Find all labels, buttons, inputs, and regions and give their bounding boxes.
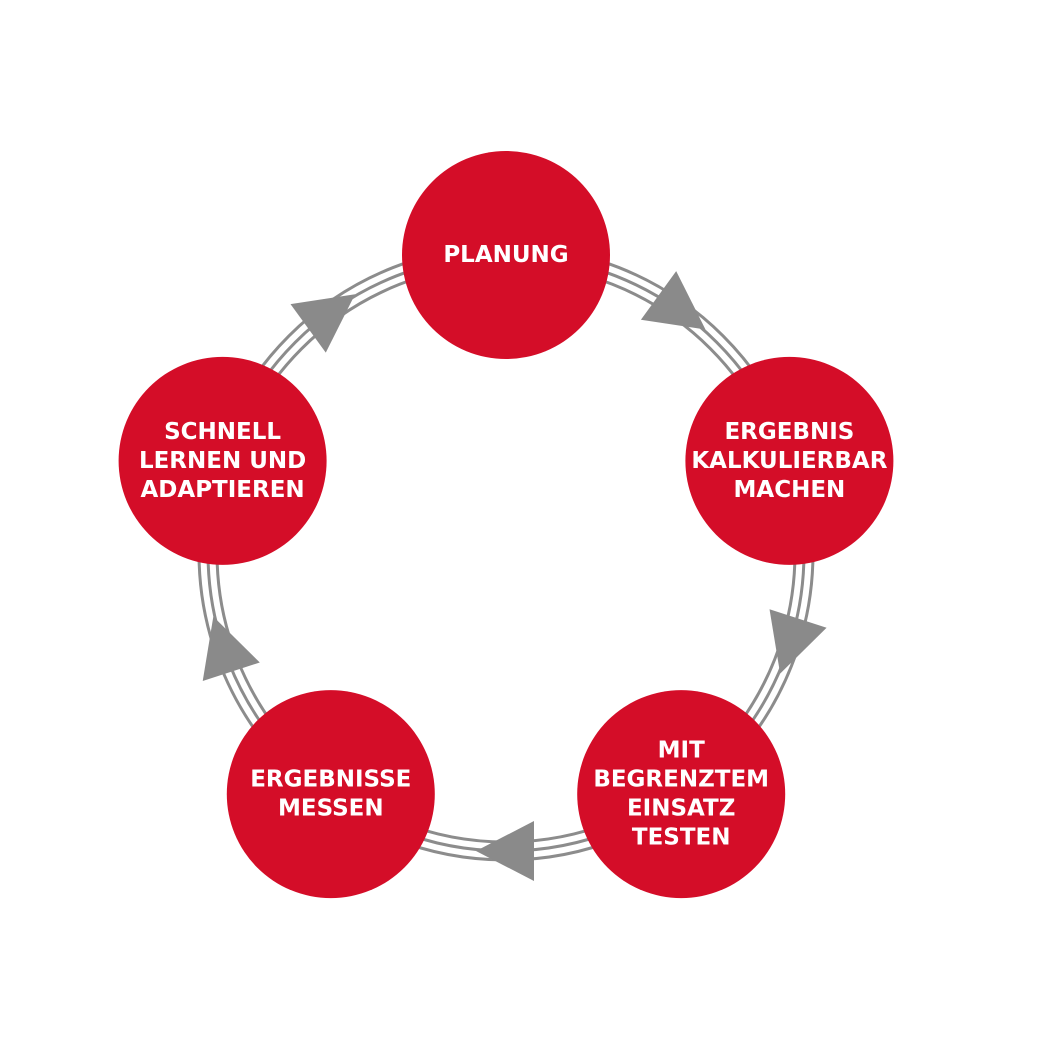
cycle-node-schnell-lernen: SCHNELL LERNEN UND ADAPTIEREN bbox=[118, 356, 327, 565]
node-label-line: KALKULIERBAR bbox=[691, 448, 887, 474]
node-label-line: MIT bbox=[658, 738, 705, 764]
cycle-arrows bbox=[202, 271, 827, 881]
node-circle bbox=[226, 690, 435, 899]
node-label-line: MACHEN bbox=[734, 477, 846, 503]
node-circle bbox=[118, 356, 327, 565]
node-circle bbox=[402, 151, 610, 359]
node-label-line: ERGEBNISSE bbox=[250, 767, 411, 793]
node-circle bbox=[685, 356, 894, 565]
node-label-line: EINSATZ bbox=[627, 796, 735, 822]
triangle-arrow-icon bbox=[290, 294, 356, 353]
node-label-line: BEGRENZTEM bbox=[593, 767, 769, 793]
node-label-line: MESSEN bbox=[278, 796, 384, 822]
cycle-node-planung: PLANUNG bbox=[402, 151, 610, 359]
cycle-nodes: PLANUNG ERGEBNIS KALKULIERBAR MACHEN MIT BEGR… bbox=[118, 151, 894, 899]
cycle-node-begrenztem-einsatz: MIT BEGRENZTEM EINSATZ TESTEN bbox=[577, 690, 786, 899]
triangle-arrow-icon bbox=[769, 609, 827, 674]
node-label-line: LERNEN UND bbox=[139, 448, 306, 474]
node-label-line: ERGEBNIS bbox=[724, 419, 854, 445]
node-label-line: SCHNELL bbox=[164, 419, 281, 445]
node-circle bbox=[577, 690, 786, 899]
node-label-line: TESTEN bbox=[632, 825, 731, 851]
node-label-line: PLANUNG bbox=[443, 242, 568, 268]
triangle-arrow-icon bbox=[640, 271, 706, 330]
cycle-node-ergebnisse-messen: ERGEBNISSE MESSEN bbox=[226, 690, 435, 899]
cycle-node-ergebnis-kalkulierbar: ERGEBNIS KALKULIERBAR MACHEN bbox=[685, 356, 894, 565]
node-label-line: ADAPTIEREN bbox=[141, 477, 305, 503]
triangle-arrow-icon bbox=[476, 821, 534, 881]
triangle-arrow-icon bbox=[202, 616, 260, 682]
